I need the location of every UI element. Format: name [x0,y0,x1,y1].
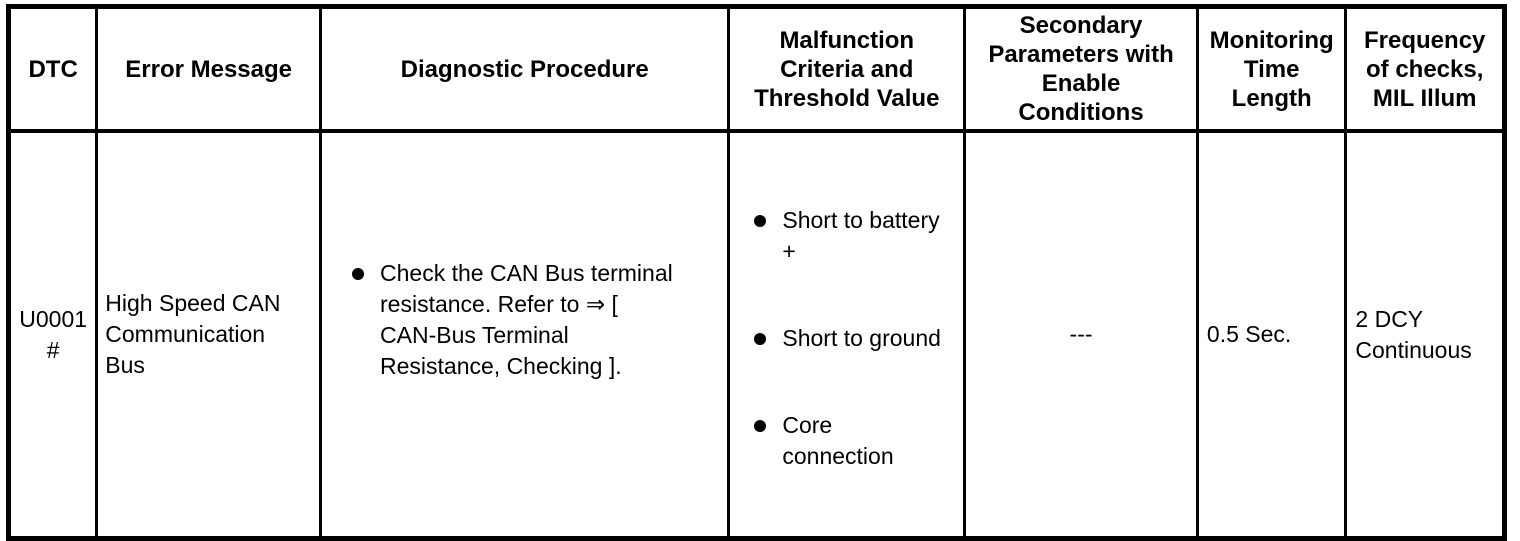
col-header-secondary-parameters: Secondary Parameters with Enable Conditi… [963,6,1198,133]
list-item: Core connection [754,410,959,472]
list-item: Short to ground [754,323,959,354]
document-page: DTC Error Message Diagnostic Procedure M… [6,4,1507,541]
header-row: DTC Error Message Diagnostic Procedure M… [8,6,1505,133]
bullet-icon [754,333,767,345]
col-header-diagnostic-procedure: Diagnostic Procedure [319,6,729,133]
col-header-error-message: Error Message [95,6,321,133]
bullet-icon [754,420,767,432]
list-item: Short to battery + [754,205,959,267]
malfunction-criteria-list: Short to battery + Short to ground Core … [754,174,959,503]
cell-monitoring-time: 0.5 Sec. [1195,131,1346,539]
col-header-malfunction-criteria: Malfunction Criteria and Threshold Value [727,6,965,133]
table-row: U0001 # High Speed CAN Communication Bus… [9,131,1505,539]
col-header-dtc: DTC [8,6,97,133]
bullet-icon [352,267,365,280]
malfunction-criteria-text: Short to ground [782,325,941,351]
diagnostic-procedure-list: Check the CAN Bus terminal resistance. R… [352,227,717,413]
malfunction-criteria-text: Short to battery + [782,207,940,264]
cell-malfunction-criteria: Short to battery + Short to ground Core … [727,131,965,539]
diagnostic-procedure-text: Check the CAN Bus terminal resistance. R… [380,259,673,379]
bullet-icon [754,215,767,227]
cell-diagnostic-procedure: Check the CAN Bus terminal resistance. R… [319,131,729,539]
cell-dtc-code: U0001 # [19,305,88,363]
cell-error-message: High Speed CAN Communication Bus [95,131,321,539]
col-header-monitoring-time: Monitoring Time Length [1195,6,1346,133]
dtc-table: DTC Error Message Diagnostic Procedure M… [6,4,1507,541]
col-header-frequency: Frequency of checks, MIL Illum [1344,6,1505,133]
cell-frequency: 2 DCY Continuous [1344,131,1505,539]
list-item: Check the CAN Bus terminal resistance. R… [352,258,717,382]
cell-secondary-parameters: --- [963,131,1198,539]
malfunction-criteria-text: Core connection [782,412,894,469]
